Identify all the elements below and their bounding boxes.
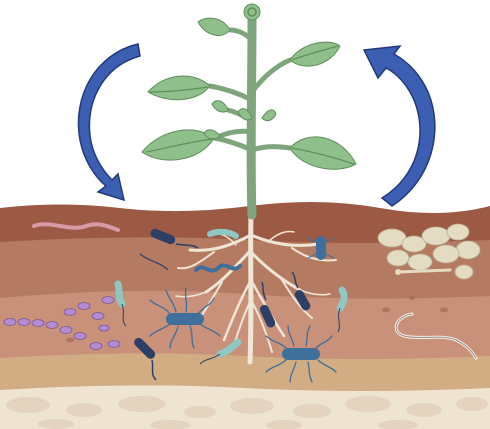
plant-icon xyxy=(141,3,357,220)
leaf-bottom-right xyxy=(289,136,357,170)
fungal-cluster xyxy=(377,223,481,280)
plant-leaves xyxy=(141,17,357,170)
soil-top-layer xyxy=(0,201,490,243)
purple-bacteria-chain xyxy=(3,296,121,350)
curved-arrow-down-right-icon xyxy=(77,43,141,202)
curved-arrow-up-right-icon xyxy=(362,45,436,207)
leaf-middle-right xyxy=(289,41,341,67)
curved-bacteria-teal xyxy=(114,228,348,365)
soil-band-2 xyxy=(0,232,490,299)
soil-particles xyxy=(66,296,448,343)
leaf-small-4 xyxy=(261,109,277,122)
leaf-small-3 xyxy=(237,108,253,121)
flagellated-bacterium-2 xyxy=(265,325,337,383)
plant-bud xyxy=(243,3,261,21)
rod-bacterium-blue xyxy=(307,236,335,260)
microbes xyxy=(3,222,481,383)
leaf-middle-left xyxy=(147,75,211,101)
earthworm xyxy=(32,222,120,232)
spiral-bacterium xyxy=(194,263,242,273)
leaf-top-left xyxy=(197,17,231,37)
flagellated-bacterium-1 xyxy=(149,287,221,349)
leaf-small-1 xyxy=(211,100,229,113)
plant-stem xyxy=(246,13,257,220)
plant-roots xyxy=(175,212,337,365)
plant-branches xyxy=(207,27,293,153)
leaf-small-2 xyxy=(203,129,221,140)
rod-bacteria-dark xyxy=(134,228,311,381)
bedrock-pebbles xyxy=(6,396,488,429)
